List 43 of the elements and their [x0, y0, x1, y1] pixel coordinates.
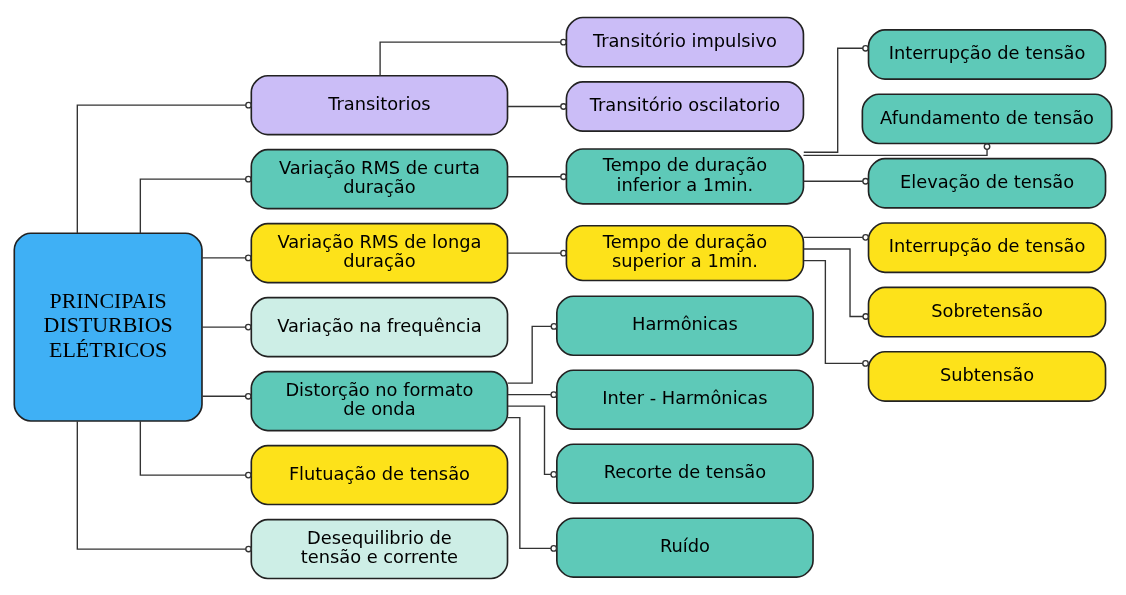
connector: [803, 259, 869, 367]
connector: [139, 175, 252, 234]
node-box: Variação RMS de longa duração: [250, 222, 509, 283]
node-box: Transitório impulsivo: [565, 16, 805, 68]
node-box: Tempo de duração superior a 1min.: [565, 224, 805, 281]
node-box: Desequilibrio de tensão e corrente: [250, 518, 509, 579]
node-box: Elevação de tensão: [867, 157, 1107, 209]
node-box: Interrupção de tensão: [867, 28, 1107, 80]
connector: [139, 420, 252, 478]
node-box: PRINCIPAIS DISTURBIOS ELÉTRICOS: [13, 231, 203, 422]
node-box: Flutuação de tensão: [250, 444, 509, 505]
node-box: Distorção no formato de onda: [250, 370, 509, 431]
node-box: Sobretensão: [867, 286, 1107, 337]
node-box: Interrupção de tensão: [867, 221, 1107, 273]
connector: [201, 392, 252, 400]
connector: [507, 416, 558, 552]
node-box: Recorte de tensão: [556, 442, 814, 504]
connector: [76, 101, 252, 234]
connector: [802, 247, 870, 320]
connector: [506, 249, 567, 257]
connector: [76, 420, 252, 552]
connector: [506, 102, 567, 110]
connector: [506, 390, 558, 398]
node-box: Tempo de duração inferior a 1min.: [565, 147, 805, 205]
connector: [201, 323, 252, 331]
node-box: Variação RMS de curta duração: [250, 148, 509, 209]
node-box: Afundamento de tensão: [861, 92, 1113, 144]
connector: [803, 44, 869, 153]
node-box: Transitorios: [250, 74, 509, 135]
node-box: Subtensão: [867, 350, 1107, 402]
node-box: Ruído: [556, 516, 814, 578]
connector: [802, 142, 991, 156]
connector: [201, 254, 252, 261]
node-box: Inter - Harmônicas: [556, 368, 814, 430]
node-box: Transitório oscilatorio: [565, 80, 805, 132]
node-box: Harmônicas: [556, 294, 814, 356]
connector: [507, 405, 558, 478]
connector: [802, 177, 870, 185]
connector: [379, 38, 567, 76]
connector: [506, 172, 567, 180]
node-box: Variação na frequência: [250, 296, 509, 357]
connector: [506, 322, 558, 384]
connector: [802, 233, 870, 241]
